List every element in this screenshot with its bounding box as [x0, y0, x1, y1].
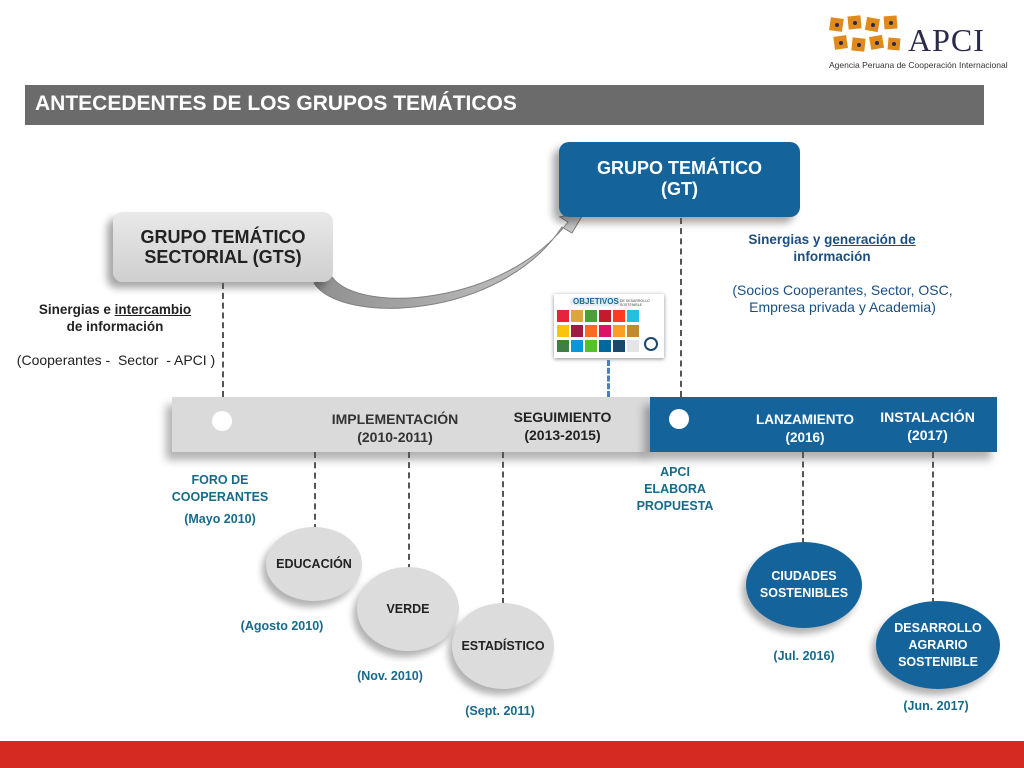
ciudades-line1: CIUDADES	[771, 569, 837, 583]
desarrollo-line3: SOSTENIBLE	[898, 654, 978, 669]
apci-prop-line2: ELABORA	[644, 482, 706, 496]
desarrollo-connector	[932, 452, 934, 604]
timeline-node-gts	[212, 411, 232, 431]
seguimiento-years: (2013-2015)	[524, 427, 601, 443]
timeline-blue-segment	[650, 397, 997, 452]
gt-connector	[680, 218, 682, 397]
group-estadistico: ESTADÍSTICO	[452, 603, 554, 689]
gt-members-line2: Empresa privada y Academia)	[749, 299, 936, 315]
gt-desc-prefix: Sinergias y	[748, 232, 825, 247]
educacion-label: EDUCACIÓN	[276, 556, 352, 571]
gts-desc-line2: de información	[66, 319, 164, 334]
educacion-connector	[314, 452, 316, 530]
desarrollo-date: (Jun. 2017)	[903, 699, 969, 713]
implementacion-years: (2010-2011)	[357, 429, 433, 445]
apci-prop-line1: APCI	[660, 465, 690, 479]
gt-members: (Socios Cooperantes, Sector, OSC, Empres…	[715, 282, 970, 316]
instalacion-years: (2017)	[907, 427, 948, 443]
gts-desc-underline: intercambio	[114, 302, 192, 317]
gts-title-line1: GRUPO TEMÁTICO	[140, 227, 306, 247]
desarrollo-line1: DESARROLLO	[894, 620, 982, 635]
gt-title-line1: GRUPO TEMÁTICO	[597, 158, 762, 178]
estadistico-date: (Sept. 2011)	[465, 704, 535, 718]
educacion-date: (Agosto 2010)	[240, 619, 324, 633]
lanzamiento-label: LANZAMIENTO	[756, 412, 854, 427]
foro-date: (Mayo 2010)	[184, 512, 256, 526]
seguimiento-label: SEGUIMIENTO	[513, 409, 612, 425]
group-educacion: EDUCACIÓN	[266, 527, 362, 601]
verde-date: (Nov. 2010)	[357, 669, 423, 683]
logo-tagline: Agencia Peruana de Cooperación Internaci…	[829, 60, 1008, 70]
gt-members-line1: (Socios Cooperantes, Sector, OSC,	[732, 282, 953, 298]
foro-cooperantes: FORO DE COOPERANTES	[160, 472, 280, 506]
apci-propuesta: APCI ELABORA PROPUESTA	[625, 464, 725, 515]
apci-prop-line3: PROPUESTA	[636, 499, 714, 513]
gt-desc-underline: generación de	[824, 232, 916, 247]
gt-description: Sinergias y generación de información	[722, 231, 942, 265]
gts-description: Sinergias e intercambio de información	[20, 301, 210, 335]
gts-desc-prefix: Sinergias e	[38, 302, 115, 317]
gt-title-line2: (GT)	[661, 179, 698, 199]
sdg-card-title: OBJETIVOS	[570, 297, 622, 306]
instalacion-label: INSTALACIÓN	[880, 409, 975, 425]
footer-bar	[0, 741, 1024, 768]
desarrollo-line2: AGRARIO	[908, 637, 968, 652]
estadistico-label: ESTADÍSTICO	[461, 638, 545, 653]
sdg-grid	[557, 310, 658, 352]
sdg-image: OBJETIVOS DE DESARROLLO SOSTENIBLE	[554, 294, 664, 358]
verde-label: VERDE	[386, 601, 430, 616]
timeline-implementacion: IMPLEMENTACIÓN (2010-2011)	[300, 410, 490, 446]
implementacion-label: IMPLEMENTACIÓN	[331, 411, 459, 427]
gts-members: (Cooperantes - Sector - APCI )	[16, 352, 216, 368]
timeline-node-gt	[669, 409, 689, 429]
gts-title-line2: SECTORIAL (GTS)	[144, 247, 302, 267]
group-desarrollo-agrario: DESARROLLO AGRARIO SOSTENIBLE	[876, 601, 1000, 689]
apci-logo-mark	[829, 15, 901, 52]
gts-connector	[222, 283, 224, 397]
timeline-gray-segment	[172, 397, 652, 452]
sdg-connector	[607, 360, 610, 397]
sdg-card-subtitle: DE DESARROLLO SOSTENIBLE	[620, 299, 650, 307]
verde-connector	[408, 452, 410, 570]
gt-desc-line2: información	[793, 249, 871, 264]
group-ciudades-sostenibles: CIUDADES SOSTENIBLES	[746, 542, 862, 628]
ciudades-line2: SOSTENIBLES	[759, 586, 849, 600]
ciudades-date: (Jul. 2016)	[773, 649, 835, 663]
group-verde: VERDE	[357, 567, 459, 651]
foro-line2: COOPERANTES	[171, 490, 269, 504]
page-title: ANTECEDENTES DE LOS GRUPOS TEMÁTICOS	[35, 92, 517, 115]
timeline-instalacion: INSTALACIÓN (2017)	[865, 408, 990, 444]
estadistico-connector	[502, 452, 504, 604]
ciudades-connector	[802, 452, 804, 544]
title-bar: ANTECEDENTES DE LOS GRUPOS TEMÁTICOS	[25, 85, 984, 125]
timeline-lanzamiento: LANZAMIENTO (2016)	[740, 411, 870, 447]
timeline-seguimiento: SEGUIMIENTO (2013-2015)	[490, 408, 635, 444]
lanzamiento-years: (2016)	[785, 430, 825, 445]
logo-name: APCI	[908, 22, 985, 58]
foro-line1: FORO DE	[191, 473, 249, 487]
gt-box: GRUPO TEMÁTICO(GT)	[559, 142, 800, 217]
